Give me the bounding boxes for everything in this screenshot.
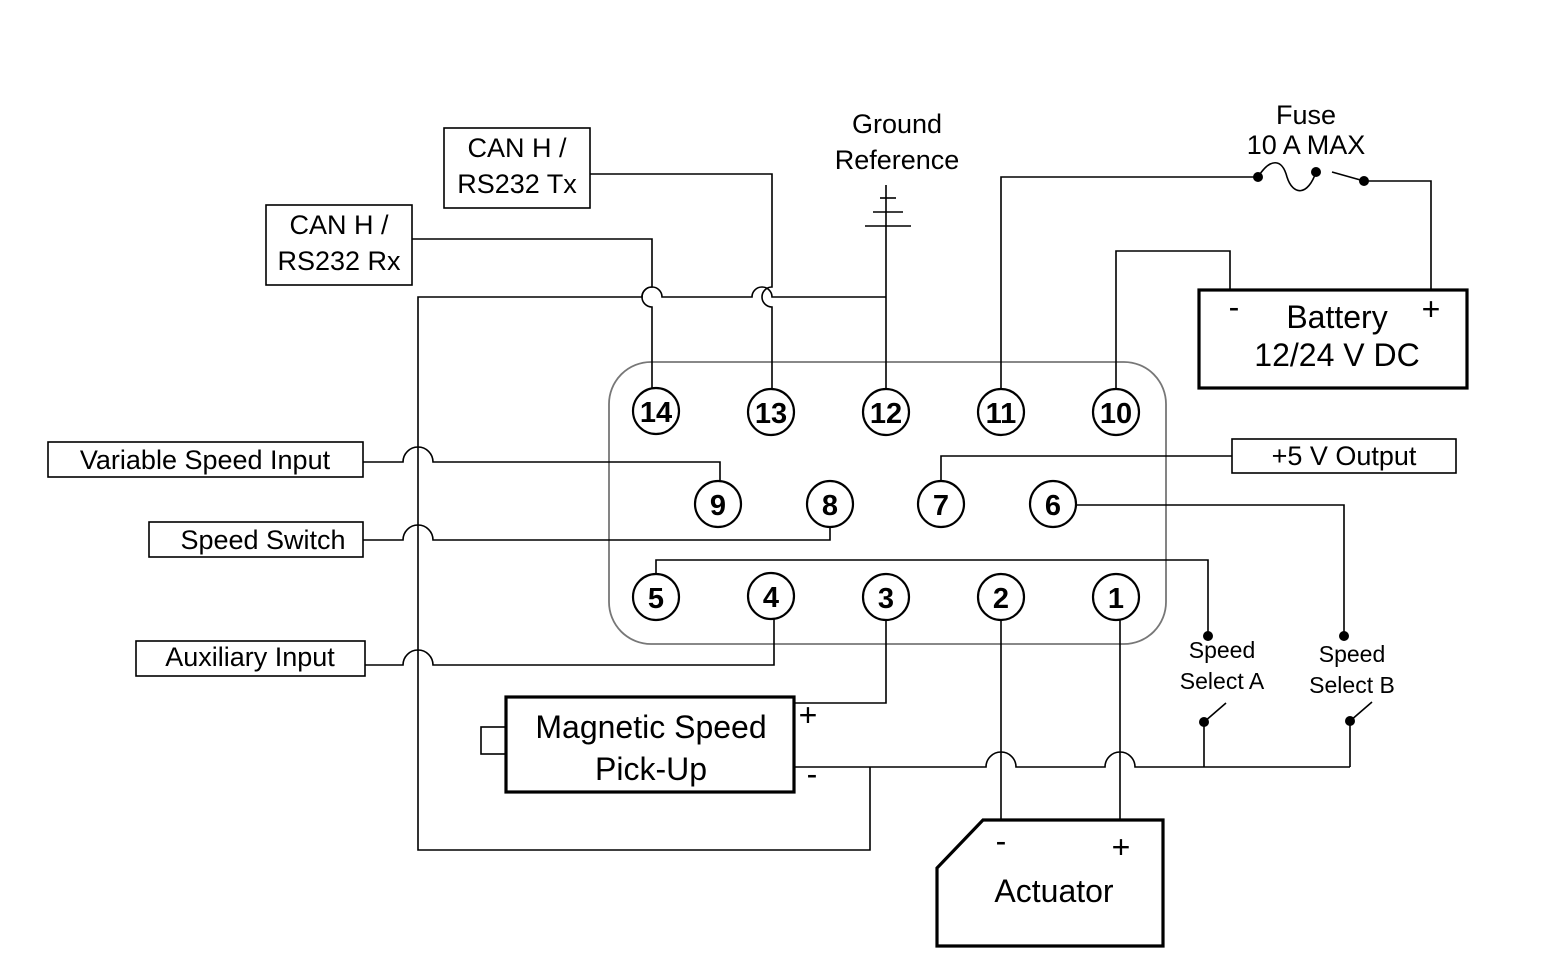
pickup-box — [504, 695, 796, 794]
switch-blade — [1331, 171, 1365, 182]
fuse-label-2: 10 A MAX — [1247, 130, 1366, 160]
speed-select-b-label-1: Speed — [1319, 641, 1386, 667]
plus-5v-box — [1231, 438, 1457, 474]
svg-text:5: 5 — [648, 583, 664, 615]
svg-text:11: 11 — [986, 398, 1017, 430]
speed-select-b-label-2: Select B — [1309, 672, 1395, 698]
plus-5v-wire — [940, 455, 1232, 482]
pin-2: 2 — [976, 572, 1026, 622]
speed-switch-label: Speed Switch — [180, 525, 345, 555]
plus-5v-label: +5 V Output — [1272, 441, 1417, 471]
pickup-plus: + — [799, 697, 818, 733]
svg-text:14: 14 — [640, 397, 672, 429]
battery-minus: - — [1229, 289, 1240, 325]
can-tx-label-2: RS232 Tx — [457, 169, 577, 199]
battery-label-1: Battery — [1286, 299, 1387, 335]
can-tx-label-1: CAN H / — [467, 133, 567, 163]
ground-label-2: Reference — [835, 145, 960, 175]
fuse-label-1: Fuse — [1276, 100, 1336, 130]
pickup-positive-wire — [794, 620, 887, 704]
speed-select-a-label-2: Select A — [1180, 668, 1265, 694]
pin-14: 14 — [631, 386, 681, 436]
pin-7: 7 — [916, 479, 966, 529]
pin-13: 13 — [746, 387, 796, 437]
svg-text:2: 2 — [993, 583, 1009, 615]
pickup-label-1: Magnetic Speed — [535, 709, 766, 745]
battery-label-2: 12/24 V DC — [1254, 337, 1419, 373]
svg-text:10: 10 — [1100, 398, 1132, 430]
fuse-symbol — [1257, 161, 1317, 192]
speed-select-a-wire — [655, 559, 1209, 636]
battery-negative-wire — [1115, 250, 1231, 388]
can-rx-label-2: RS232 Rx — [277, 246, 401, 276]
svg-text:4: 4 — [763, 582, 779, 614]
svg-text:12: 12 — [870, 398, 902, 430]
battery-plus: + — [1422, 291, 1441, 327]
pickup-label-2: Pick-Up — [595, 751, 707, 787]
connector-body — [608, 361, 1167, 645]
auxiliary-input-box — [135, 640, 366, 677]
pin-5: 5 — [631, 572, 681, 622]
battery-positive-lead — [1364, 180, 1432, 290]
can-tx-wire — [590, 173, 773, 388]
pin-11: 11 — [976, 387, 1026, 437]
svg-text:6: 6 — [1045, 490, 1061, 522]
variable-speed-wire — [363, 446, 721, 480]
auxiliary-input-wire — [365, 618, 775, 666]
speed-select-b-switch — [1349, 701, 1373, 767]
pin-10: 10 — [1091, 387, 1141, 437]
speed-switch-wire — [363, 524, 831, 541]
speed-select-a-switch — [1203, 702, 1227, 767]
battery-box — [1197, 288, 1469, 390]
svg-text:1: 1 — [1108, 583, 1124, 615]
actuator-label: Actuator — [994, 873, 1114, 909]
ground-label-1: Ground — [852, 109, 942, 139]
pin-6: 6 — [1028, 479, 1078, 529]
svg-text:13: 13 — [755, 398, 787, 430]
speed-select-a-label-1: Speed — [1189, 637, 1256, 663]
pickup-tab — [480, 726, 507, 755]
can-rx-box — [265, 204, 413, 286]
svg-text:3: 3 — [878, 583, 894, 615]
pin-8: 8 — [805, 479, 855, 529]
speed-select-b-wire — [1076, 504, 1345, 636]
can-tx-box — [443, 127, 591, 209]
pin-4: 4 — [746, 571, 796, 621]
variable-speed-box — [47, 441, 364, 478]
can-rx-wire — [412, 238, 653, 388]
pin-3: 3 — [861, 572, 911, 622]
actuator-minus: - — [996, 823, 1007, 859]
pin-9: 9 — [693, 479, 743, 529]
svg-text:7: 7 — [933, 490, 949, 522]
pickup-minus: - — [807, 756, 818, 792]
pickup-negative-bus — [794, 751, 1350, 768]
pin-12: 12 — [861, 387, 911, 437]
ground-reference-symbol — [865, 197, 911, 227]
pin-1: 1 — [1091, 572, 1141, 622]
battery-positive-wire — [1000, 176, 1258, 388]
svg-text:9: 9 — [710, 490, 726, 522]
speed-switch-box — [148, 521, 364, 558]
auxiliary-input-label: Auxiliary Input — [165, 642, 335, 672]
variable-speed-label: Variable Speed Input — [80, 445, 331, 475]
can-rx-label-1: CAN H / — [289, 210, 389, 240]
actuator-plus: + — [1112, 829, 1131, 865]
actuator-box — [935, 818, 1165, 948]
svg-text:8: 8 — [822, 490, 838, 522]
